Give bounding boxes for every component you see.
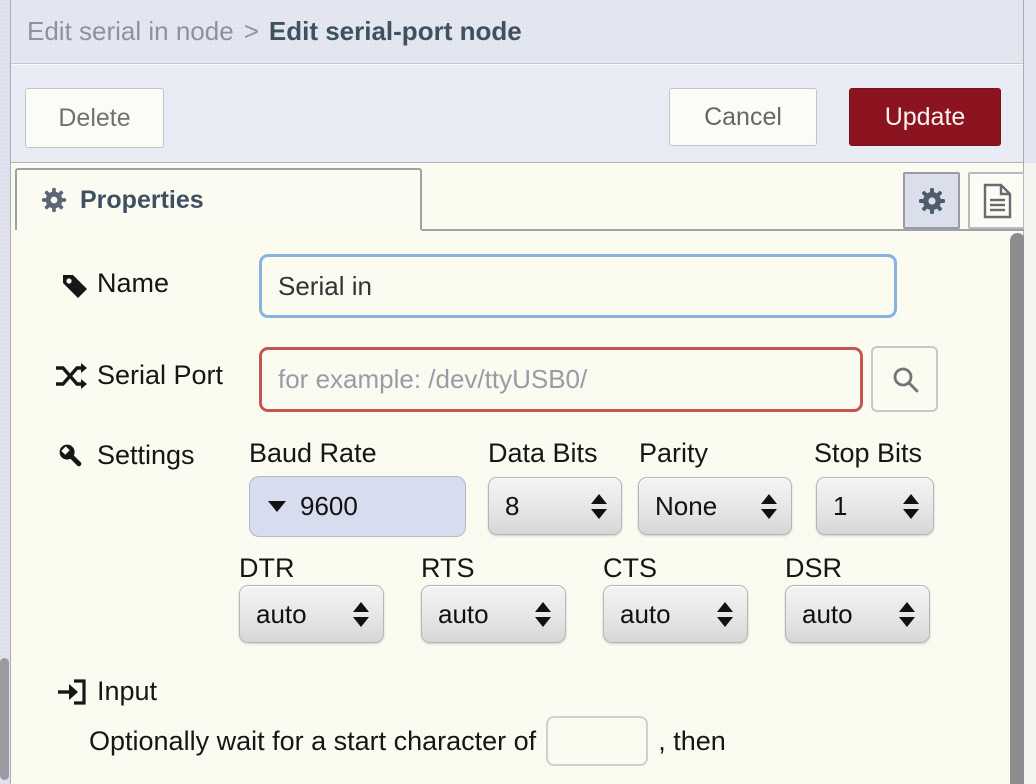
workspace-right-edge-bottom	[1024, 163, 1036, 784]
tray-header: Edit serial in node > Edit serial-port n…	[11, 0, 1023, 64]
dsr-label: DSR	[785, 553, 843, 583]
serial-port-input[interactable]	[259, 347, 863, 412]
document-icon	[980, 182, 1014, 220]
sentence-after-text: , then	[658, 725, 726, 756]
dsr-select[interactable]: auto	[785, 585, 930, 643]
edit-tray: Edit serial in node > Edit serial-port n…	[10, 0, 1025, 784]
select-stepper-icon	[535, 601, 551, 627]
tab-properties[interactable]: Properties	[15, 168, 422, 230]
breadcrumb-separator: >	[243, 16, 259, 46]
gear-icon	[41, 187, 67, 213]
dtr-label: DTR	[239, 553, 295, 583]
tray-scrollbar-thumb[interactable]	[1010, 233, 1025, 784]
baud-rate-select[interactable]: 9600	[249, 476, 466, 537]
settings-label: Settings	[97, 440, 195, 470]
breadcrumb-current: Edit serial-port node	[268, 16, 522, 46]
parity-value: None	[655, 490, 718, 521]
cts-label: CTS	[603, 553, 657, 583]
stop-bits-value: 1	[833, 490, 848, 521]
tray-toolbar: Delete Cancel Update	[11, 65, 1023, 163]
select-stepper-icon	[591, 493, 607, 519]
data-bits-label: Data Bits	[488, 438, 598, 468]
select-stepper-icon	[761, 493, 777, 519]
baud-rate-label: Baud Rate	[249, 438, 377, 468]
dtr-select[interactable]: auto	[239, 585, 384, 643]
tab-row-divider	[422, 229, 1025, 231]
start-character-input[interactable]	[546, 716, 649, 766]
input-section-label: Input	[97, 676, 158, 706]
update-button[interactable]: Update	[849, 88, 1001, 146]
cancel-button[interactable]: Cancel	[669, 88, 817, 146]
name-label: Name	[97, 268, 170, 298]
select-stepper-icon	[717, 601, 733, 627]
cts-value: auto	[620, 598, 671, 629]
parity-label: Parity	[639, 438, 709, 468]
tag-icon	[61, 272, 89, 300]
wrench-icon	[57, 442, 85, 470]
shuffle-icon	[55, 362, 87, 390]
edit-properties-toggle-button[interactable]	[903, 172, 960, 229]
select-stepper-icon	[903, 493, 919, 519]
rts-select[interactable]: auto	[421, 585, 566, 643]
data-bits-value: 8	[505, 490, 520, 521]
serial-port-lookup-button[interactable]	[871, 346, 938, 412]
serial-port-label: Serial Port	[97, 360, 224, 390]
search-icon	[890, 364, 920, 394]
stop-bits-select[interactable]: 1	[816, 477, 934, 535]
start-character-sentence: Optionally wait for a start character of…	[89, 716, 726, 766]
parity-select[interactable]: None	[638, 477, 792, 535]
select-stepper-icon	[899, 601, 915, 627]
workspace-right-edge-top	[1024, 0, 1036, 163]
node-description-button[interactable]	[968, 172, 1025, 229]
cts-select[interactable]: auto	[603, 585, 748, 643]
chevron-down-icon	[268, 501, 286, 512]
gear-icon	[918, 187, 946, 215]
rts-value: auto	[438, 598, 489, 629]
tab-properties-label: Properties	[80, 185, 204, 214]
breadcrumb-parent[interactable]: Edit serial in node	[27, 16, 234, 46]
stop-bits-label: Stop Bits	[814, 438, 923, 468]
data-bits-select[interactable]: 8	[488, 477, 622, 535]
workspace-left-edge	[0, 0, 10, 784]
sign-in-icon	[57, 678, 86, 706]
sentence-before-text: Optionally wait for a start character of	[89, 725, 537, 756]
select-stepper-icon	[353, 601, 369, 627]
left-scrollbar-thumb[interactable]	[0, 658, 9, 780]
name-input[interactable]	[259, 254, 897, 318]
dsr-value: auto	[802, 598, 853, 629]
dtr-value: auto	[256, 598, 307, 629]
baud-rate-value: 9600	[300, 491, 358, 521]
delete-button[interactable]: Delete	[25, 88, 164, 148]
rts-label: RTS	[421, 553, 475, 583]
